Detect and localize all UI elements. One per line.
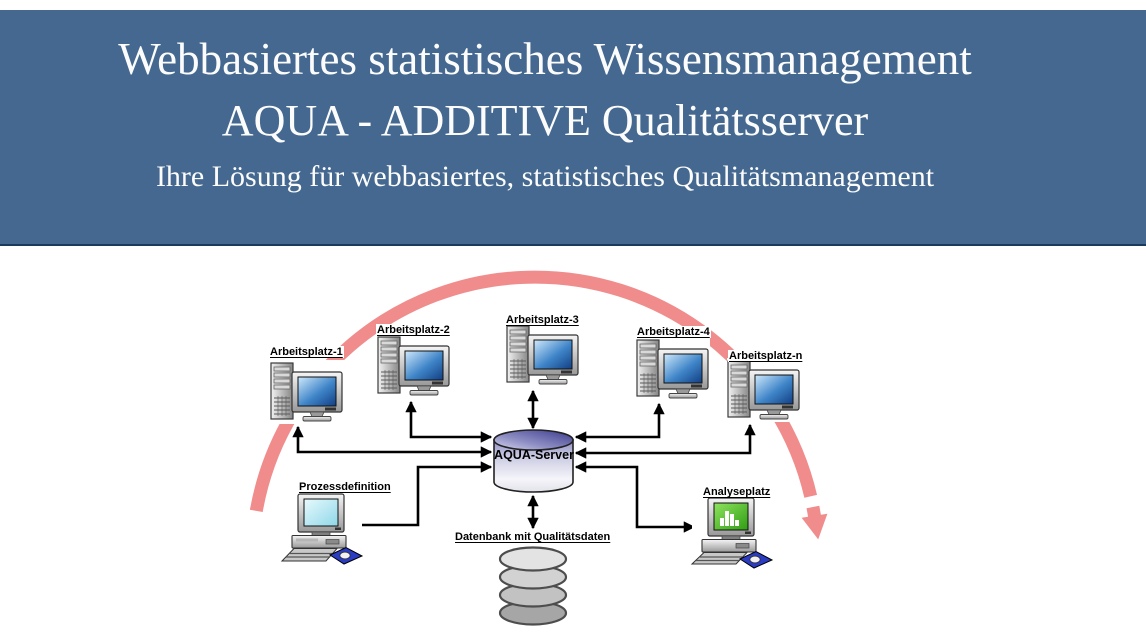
connector-arbeitsplatz-2-server [405, 400, 493, 443]
workstation-icon-2 [376, 333, 452, 399]
connector-arbeitsplatz-n-server [574, 423, 756, 459]
workstation-icon-n [726, 357, 802, 423]
analyseplatz-pc-icon [691, 497, 773, 569]
connectors [292, 389, 756, 533]
title-line-2: AQUA - ADDITIVE Qualitätsserver [221, 95, 869, 145]
arbeitsplatz-3-label: Arbeitsplatz-3 [505, 314, 580, 326]
arbeitsplatz-1-label: Arbeitsplatz-1 [269, 346, 344, 358]
connector-arbeitsplatz-1-server [292, 425, 493, 458]
title-line-1: Webbasiertes statistisches Wissensmanage… [118, 34, 972, 84]
title-banner: Webbasiertes statistisches Wissensmanage… [0, 10, 1146, 246]
aqua-server-cylinder-icon [493, 429, 574, 493]
arbeitsplatz-2-label: Arbeitsplatz-2 [376, 324, 451, 336]
analyseplatz-label: Analyseplatz [702, 486, 772, 498]
datenbank-label: Datenbank mit Qualitätsdaten [454, 531, 612, 543]
workstation-icon-3 [505, 322, 581, 388]
prozessdefinition-pc-icon [281, 493, 363, 565]
workstation-icon-1 [269, 359, 345, 425]
arbeitsplatz-n-label: Arbeitsplatz-n [728, 350, 804, 362]
connector-arbeitsplatz-4-server [574, 402, 665, 443]
arbeitsplatz-4-label: Arbeitsplatz-4 [636, 326, 711, 338]
subtitle: Ihre Lösung für webbasiertes, statistisc… [155, 160, 935, 194]
prozessdefinition-label: Prozessdefinition [298, 481, 392, 493]
network-diagram: Arbeitsplatz-1 Arbeitsplatz-2 Arbeitspla… [0, 248, 1146, 644]
aqua-server-label: AQUA-Server [494, 448, 574, 462]
database-disks-icon [498, 546, 568, 626]
diagram-canvas [249, 270, 828, 626]
connector-server-analyseplatz [574, 461, 696, 533]
connector-server-prozessdefinition [348, 461, 493, 531]
workstation-icon-4 [635, 336, 711, 402]
